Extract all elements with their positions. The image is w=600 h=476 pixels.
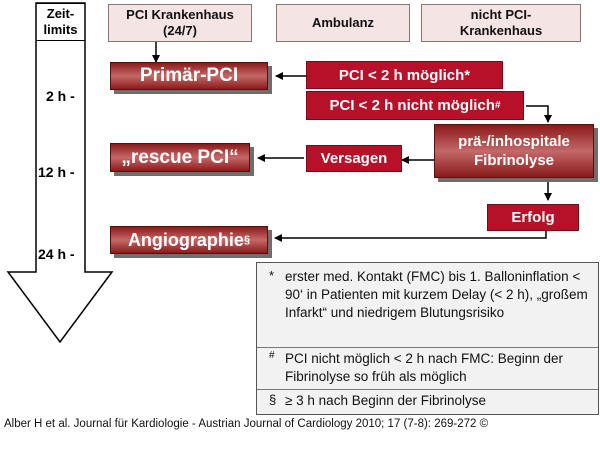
- time-mark-2h: 2 h -: [46, 88, 75, 104]
- timeline-arrow: [6, 2, 114, 344]
- footnote-2: # PCI nicht möglich < 2 h nach FMC: Begi…: [257, 350, 598, 390]
- timeline-header-label: Zeit-limits: [43, 6, 78, 37]
- footnote-mark: *: [269, 268, 275, 283]
- timeline-arrow-shape: [6, 2, 114, 344]
- time-mark-24h: 24 h -: [38, 246, 75, 262]
- box-rescue-pci: „rescue PCI“: [110, 143, 250, 172]
- arrow-notpossible-to-fibrinolysis: [526, 105, 552, 123]
- header-ambulance: Ambulanz: [276, 4, 410, 42]
- footnote-text: ≥ 3 h nach Beginn der Fibrinolyse: [285, 393, 487, 408]
- footnote-box: * erster med. Kontakt (FMC) bis 1. Ballo…: [256, 262, 599, 415]
- footnote-text: PCI nicht möglich < 2 h nach FMC: Beginn…: [285, 351, 564, 384]
- footnote-mark: §: [269, 392, 277, 407]
- header-pci-hospital: PCI Krankenhaus (24/7): [108, 4, 252, 42]
- box-failure: Versagen: [306, 145, 402, 172]
- footnote-3: § ≥ 3 h nach Beginn der Fibrinolyse: [257, 392, 598, 412]
- box-fibrinolysis: prä-/inhospitale Fibrinolyse: [434, 124, 594, 178]
- footnote-1: * erster med. Kontakt (FMC) bis 1. Ballo…: [257, 268, 598, 346]
- header-non-pci-hospital: nicht PCI-Krankenhaus: [421, 4, 581, 42]
- arrow-success-to-angiography: [274, 230, 547, 242]
- box-pci-not-possible: PCI < 2 h nicht möglich#: [306, 91, 524, 120]
- box-success: Erfolg: [487, 204, 579, 231]
- box-primary-pci: Primär-PCI: [110, 62, 268, 90]
- footnote-mark: #: [269, 350, 275, 361]
- citation: Alber H et al. Journal für Kardiologie -…: [4, 418, 489, 430]
- footnote-separator: [257, 389, 598, 390]
- time-mark-12h: 12 h -: [38, 164, 75, 180]
- box-angiography: Angiographie§: [110, 226, 268, 254]
- footnote-separator: [257, 347, 598, 348]
- timeline-header: Zeit-limits: [36, 3, 85, 41]
- box-pci-possible: PCI < 2 h möglich*: [306, 61, 503, 89]
- footnote-text: erster med. Kontakt (FMC) bis 1. Balloni…: [285, 269, 588, 320]
